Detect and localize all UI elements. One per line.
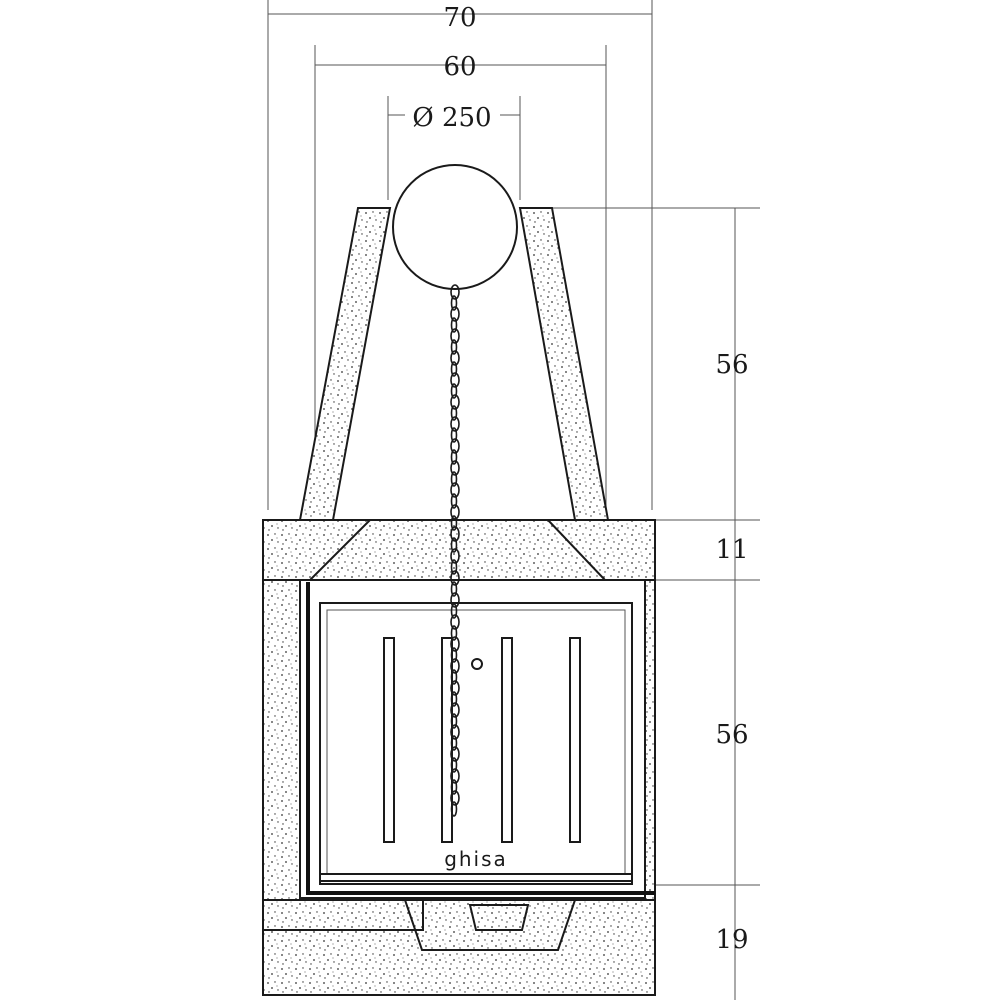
chain-link [450, 372, 460, 388]
flue-pipe [392, 164, 518, 290]
chain-link [450, 757, 458, 773]
top-dimension-lines [267, 0, 653, 520]
chain-link [450, 724, 460, 740]
firebox-height-label: 56 [715, 720, 748, 750]
base-height-label: 19 [715, 925, 748, 955]
chain-link [450, 592, 460, 608]
chain-link [450, 779, 458, 795]
chain-link [450, 548, 460, 564]
chain-link [450, 339, 458, 355]
chain-link [450, 680, 460, 696]
chain-link [450, 328, 460, 344]
left-side-wall [262, 579, 301, 901]
chain-link [450, 504, 460, 520]
damper-chain [450, 284, 460, 817]
chain-link [450, 471, 458, 487]
chain-link [450, 416, 460, 432]
chain-link [450, 306, 460, 322]
chain-link [450, 427, 458, 443]
chain-link [450, 460, 460, 476]
chain-link [450, 515, 458, 531]
firebox-knob [471, 658, 483, 670]
body-width-label: 60 [443, 52, 476, 82]
chain-link [450, 295, 458, 311]
chain-link [450, 691, 458, 707]
chain-link [450, 438, 460, 454]
chain-link [450, 636, 460, 652]
chain-link [450, 350, 460, 366]
right-dimension-lines [545, 207, 760, 1000]
chain-link [450, 790, 460, 806]
chain-link [450, 669, 458, 685]
chain-link [450, 702, 460, 718]
firebox-slot [383, 637, 395, 843]
chain-link [450, 405, 458, 421]
firebox-slot [569, 637, 581, 843]
flue-diameter-label: Ø 250 [412, 103, 491, 133]
material-label: ghisa [444, 847, 508, 871]
chain-link [450, 482, 460, 498]
chain-link [450, 658, 460, 674]
hood-left-wall [298, 207, 392, 521]
base [262, 899, 656, 996]
hood-right-wall [518, 207, 610, 521]
hood-height-label: 56 [715, 350, 748, 380]
chain-link [450, 493, 458, 509]
chain-link [450, 394, 460, 410]
chain-link [450, 284, 460, 300]
chain-link [450, 603, 458, 619]
chain-link [450, 713, 458, 729]
chain-link [450, 526, 460, 542]
lintel-height-label: 11 [715, 535, 748, 565]
chain-link [450, 317, 458, 333]
chain-link [450, 768, 460, 784]
chain-link [450, 801, 458, 817]
chain-link [450, 361, 458, 377]
chain-link [450, 625, 458, 641]
overall-width-label: 70 [443, 3, 476, 33]
chain-link [450, 559, 458, 575]
chain-link [450, 581, 458, 597]
lintel-band [262, 519, 656, 581]
chain-link [450, 735, 458, 751]
chain-link [450, 383, 458, 399]
chain-link [450, 614, 460, 630]
firebox: ghisa [299, 579, 655, 899]
chain-link [450, 537, 458, 553]
right-side-wall [644, 579, 656, 901]
chain-link [450, 449, 458, 465]
firebox-slot [501, 637, 513, 843]
chain-link [450, 746, 460, 762]
chain-link [450, 570, 460, 586]
chain-link [450, 647, 458, 663]
